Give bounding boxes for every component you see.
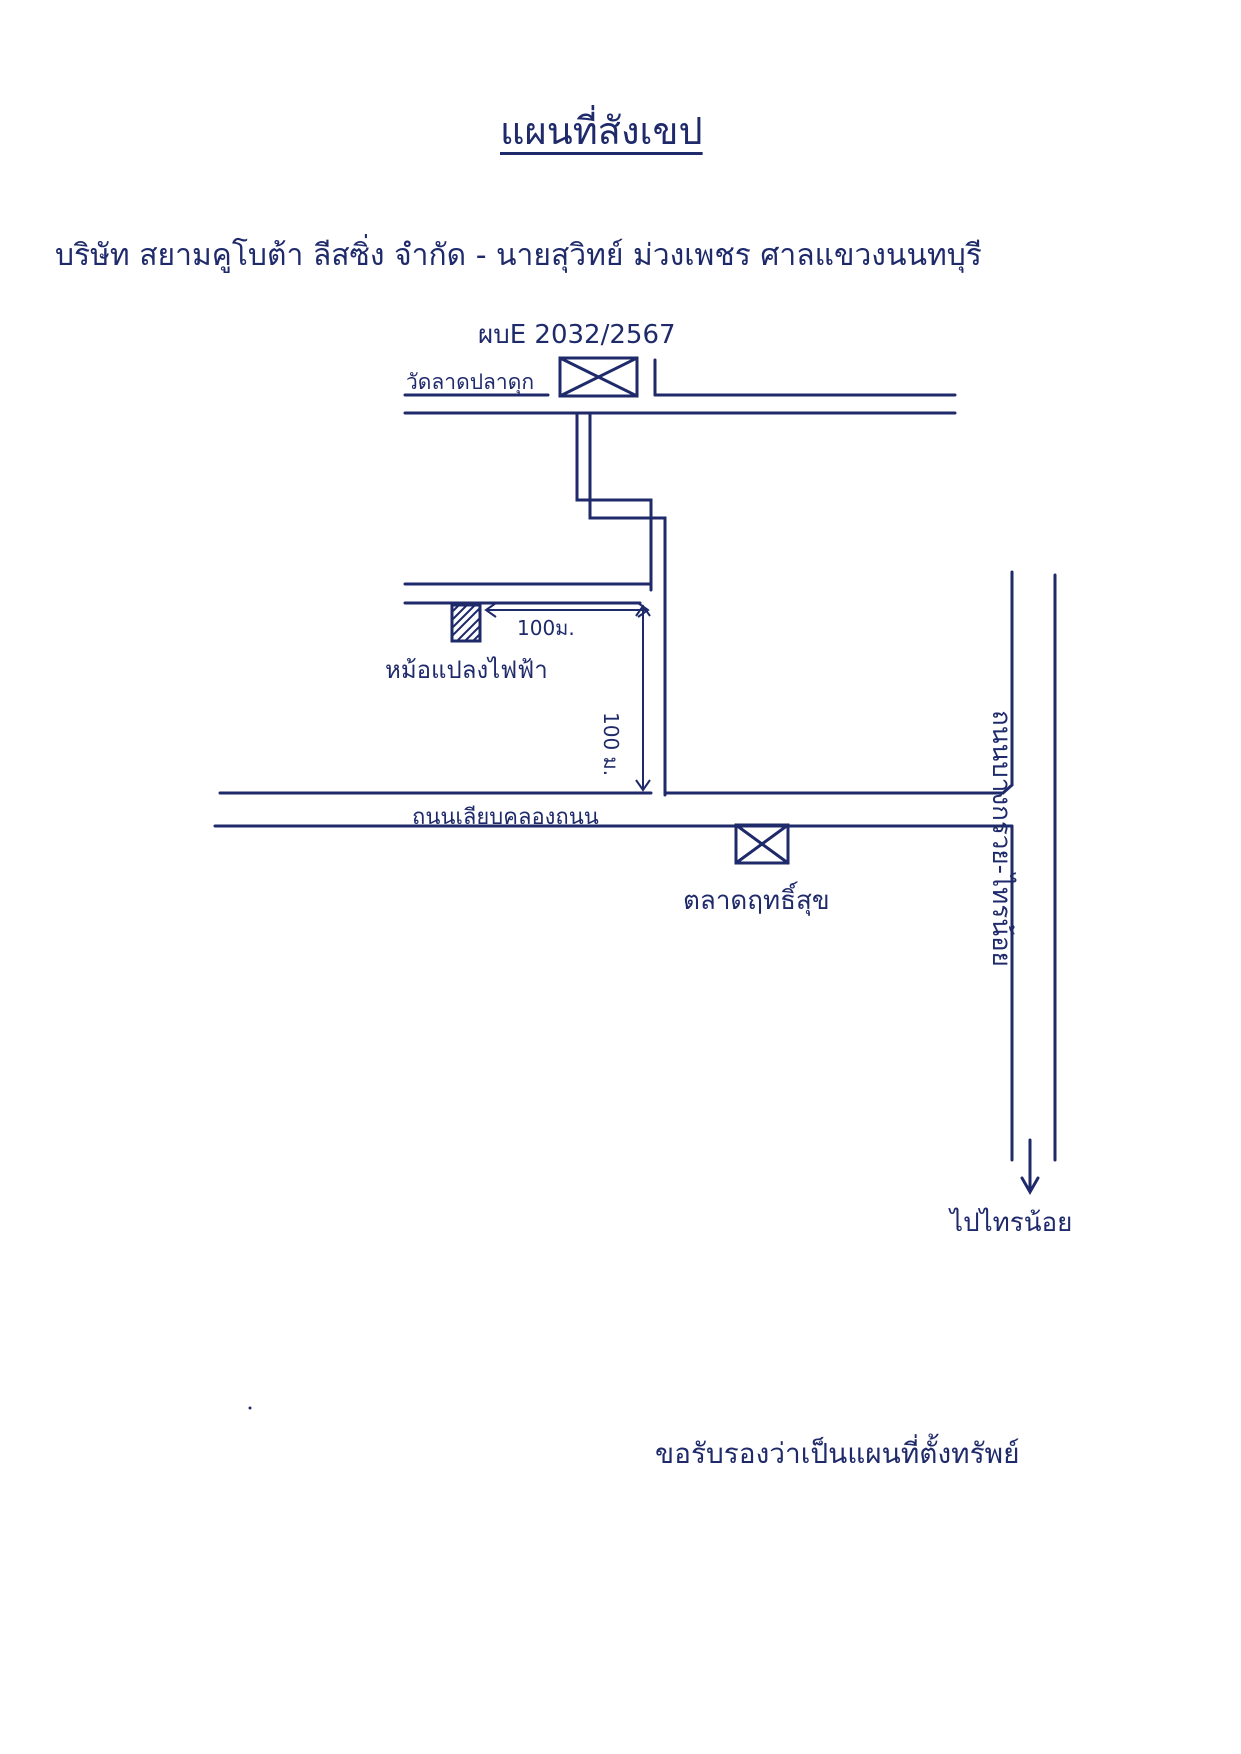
temple-label: วัดลาดปลาดุก [406,370,535,394]
horizontal-distance-label: 100ม. [517,616,575,640]
market-label: ตลาดฤทธิ์สุข [683,886,830,916]
horizontal-distance-arrow [484,602,650,618]
side-road-label: ถนนบางกรวย-ไทรน้อย [986,710,1016,967]
soi-left-edge [575,411,653,592]
certification-text: ขอรับรองว่าเป็นแผนที่ตั้งทรัพย์ [655,1437,1020,1470]
case-parties-line: บริษัท สยามคูโบต้า ลีสซิ่ง จำกัด - นายสุ… [55,238,982,273]
ink-dot [248,1406,252,1410]
vertical-distance-label: 100 ม. [599,712,623,777]
hatched-box-icon [450,603,482,643]
case-number-label: ผบE 2032/2567 [478,320,676,350]
direction-label: ไปไทรน้อย [950,1208,1073,1238]
vertical-distance-arrow [635,604,651,792]
main-road-label: ถนนเลียบคลองถนน [412,805,599,830]
page-title: แผนที่สังเขป [500,109,703,153]
crossed-box-icon [558,356,639,398]
arrow-down-icon [1020,1138,1040,1196]
transformer-label: หม้อแปลงไฟฟ้า [385,656,548,684]
side-road-corner [1001,783,1014,795]
crossed-box-icon [734,823,790,865]
soi-right-edge [588,411,667,797]
